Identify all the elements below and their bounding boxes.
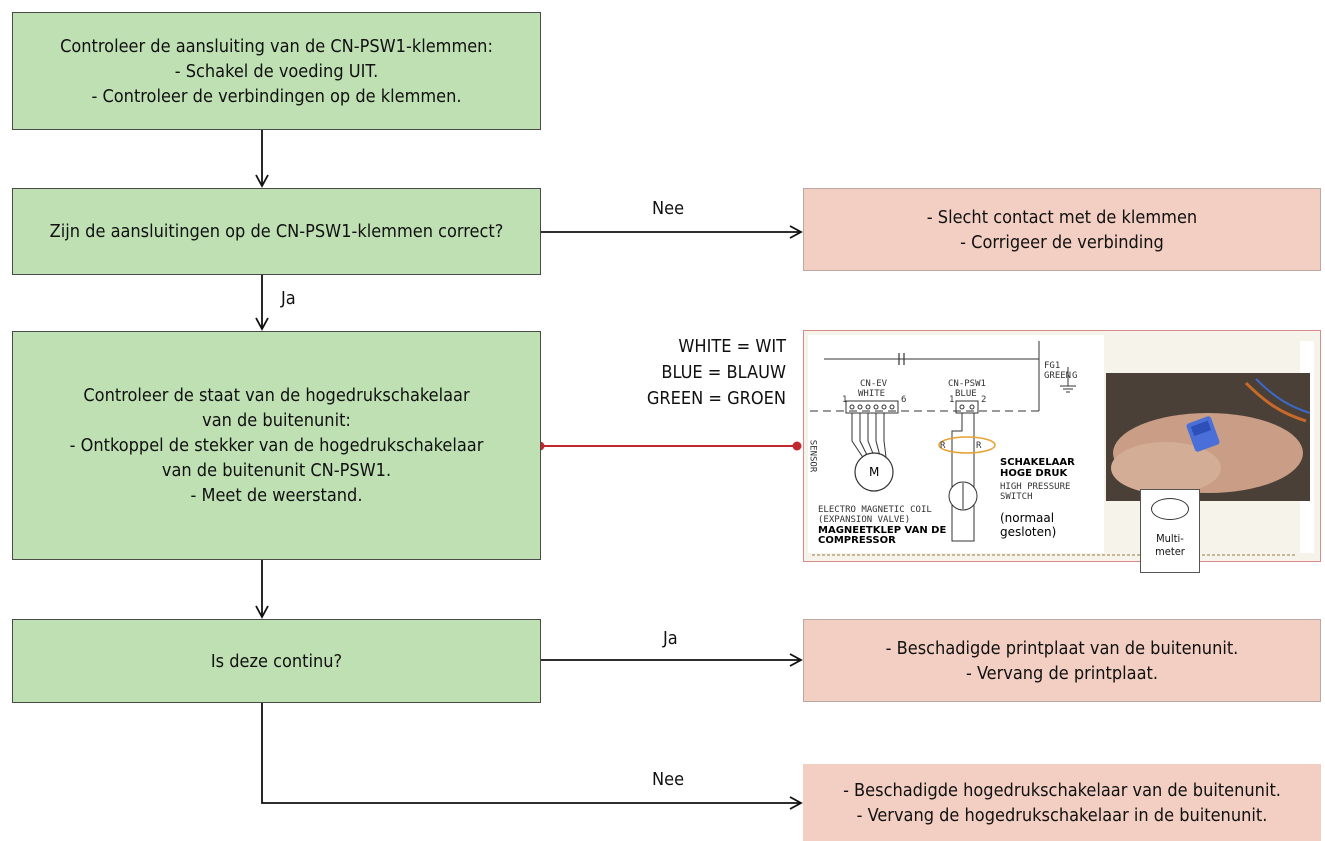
branch-label-nee: Nee [652,198,685,219]
multimeter-label: Multi- [1156,532,1184,545]
sch-label: GREEN [1044,371,1072,381]
sch-label: 1 [842,395,848,405]
sch-label-nl: SCHAKELAAR [1000,457,1075,468]
sch-label: BLUE [955,389,977,399]
check-switch-box: Controleer de staat van de hogedrukschak… [12,331,541,560]
sch-label: CN-PSW1 [948,379,986,389]
box-line: - Beschadigde hogedrukschakelaar van de … [843,779,1281,801]
sch-label: G [1072,371,1078,381]
multimeter: Multi- meter [1140,489,1200,573]
legend-entry: GREEN = GROEN [646,388,786,409]
is-continuous-decision: Is deze continu? [12,619,541,703]
sch-label-nl: gesloten) [1000,525,1057,539]
box-line: - Schakel de voeding UIT. [174,60,379,82]
box-line: Zijn de aansluitingen op de CN-PSW1-klem… [49,221,504,242]
box-line: Controleer de aansluiting van de CN-PSW1… [60,35,493,57]
multimeter-label: meter [1155,545,1185,558]
box-line: - Corrigeer de verbinding [960,231,1164,253]
box-line: - Ontkoppel de stekker van de hogedruksc… [69,435,484,456]
sch-label: ELECTRO MAGNETIC COIL [818,505,932,515]
box-line: - Controleer de verbindingen op de klemm… [91,85,462,107]
sch-label: CN-EV [860,379,888,389]
sch-label: (EXPANSION VALVE) [818,515,911,525]
sch-label-nl: MAGNEETKLEP VAN DE [818,525,947,536]
multimeter-dial-icon [1151,498,1189,520]
sch-label: 6 [901,395,907,405]
motor-label: M [869,465,880,479]
check-terminals-box: Controleer de aansluiting van de CN-PSW1… [12,12,541,130]
connector-photo [1106,373,1310,501]
box-line: Controleer de staat van de hogedrukschak… [83,385,470,406]
sch-label: SENSOR [807,439,818,473]
poor-contact-result: - Slecht contact met de klemmen - Corrig… [803,188,1321,271]
sch-label-nl: (normaal [1000,511,1055,525]
sch-label-nl: HOGE DRUK [1000,468,1068,479]
legend-entry: WHITE = WIT [678,336,786,357]
sch-label: R [940,441,946,451]
arrow-nee-to-damaged-switch [261,703,803,810]
sch-label: 1 [949,395,955,405]
wiring-schematic: Multi- meter FG1 GREEN CN-EV WHITE CN-PS… [803,330,1321,573]
damaged-switch-result: - Beschadigde hogedrukschakelaar van de … [803,764,1321,841]
sch-label-nl: COMPRESSOR [818,535,896,546]
terminals-correct-decision: Zijn de aansluitingen op de CN-PSW1-klem… [12,188,541,275]
box-line: van de buitenunit: [202,410,351,431]
sch-label: R [976,441,982,451]
sch-label: WHITE [858,389,886,399]
branch-label-ja: Ja [281,288,296,309]
box-line: - Vervang de printplaat. [965,662,1159,684]
box-line: Is deze continu? [210,650,343,672]
box-line: - Meet de weerstand. [190,485,363,506]
box-line: - Vervang de hogedrukschakelaar in de bu… [856,804,1268,826]
sch-label: 2 [981,395,987,405]
color-legend: WHITE = WIT BLUE = BLAUW GREEN = GROEN [647,334,786,412]
branch-label-nee: Nee [652,769,685,790]
red-dot-right [792,441,802,451]
sch-label: SWITCH [1000,492,1033,502]
legend-entry: BLUE = BLAUW [661,362,786,383]
sch-label: HIGH PRESSURE [1000,482,1071,492]
box-line: van de buitenunit CN-PSW1. [161,460,392,481]
sch-label: FG1 [1044,361,1061,371]
branch-label-ja: Ja [663,628,678,649]
box-line: - Beschadigde printplaat van de buitenun… [885,637,1239,659]
box-line: - Slecht contact met de klemmen [926,206,1198,228]
damaged-pcb-result: - Beschadigde printplaat van de buitenun… [803,619,1321,702]
